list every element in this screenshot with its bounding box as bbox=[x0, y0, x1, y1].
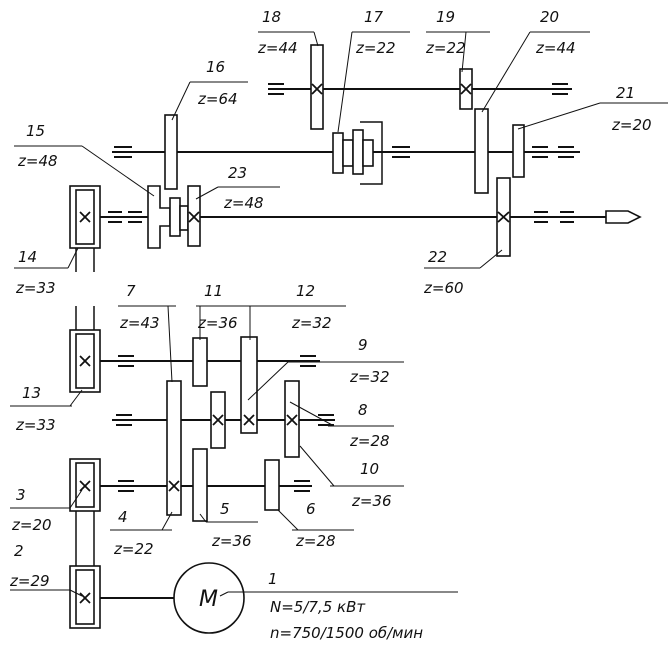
label-5-num: 5 bbox=[220, 500, 230, 518]
label-23-num: 23 bbox=[228, 164, 247, 182]
label-13-z: z=33 bbox=[15, 416, 56, 434]
bearing bbox=[294, 480, 310, 492]
leader-lines bbox=[10, 31, 668, 597]
label-13-num: 13 bbox=[22, 384, 41, 402]
label-20-z: z=44 bbox=[535, 39, 576, 57]
bearing bbox=[108, 211, 122, 223]
label-4-num: 4 bbox=[118, 508, 128, 526]
motor-power: N=5/7,5 кВт bbox=[270, 598, 366, 616]
label-14-num: 14 bbox=[18, 248, 37, 266]
label-15-z: z=48 bbox=[17, 152, 58, 170]
label-23-z: z=48 bbox=[223, 194, 264, 212]
bearing bbox=[534, 211, 548, 223]
label-21-num: 21 bbox=[616, 84, 635, 102]
label-16-num: 16 bbox=[206, 58, 225, 76]
gear-block-17 bbox=[332, 121, 383, 185]
label-16-z: z=64 bbox=[197, 90, 238, 108]
gear-20 bbox=[474, 108, 489, 194]
belt-drive bbox=[75, 246, 95, 568]
label-7-z: z=43 bbox=[119, 314, 160, 332]
bearing bbox=[116, 414, 132, 426]
gear-6 bbox=[264, 459, 280, 511]
bearing bbox=[114, 146, 132, 158]
pulley-3 bbox=[69, 458, 101, 512]
label-22-num: 22 bbox=[428, 248, 447, 266]
label-18-num: 18 bbox=[262, 8, 281, 26]
motor-circle bbox=[173, 562, 245, 634]
label-10-num: 10 bbox=[360, 460, 379, 478]
label-12-z: z=32 bbox=[291, 314, 332, 332]
label-15-num: 15 bbox=[26, 122, 45, 140]
motor-symbol: M bbox=[199, 587, 218, 612]
label-3-num: 3 bbox=[16, 486, 26, 504]
bearing bbox=[392, 146, 410, 158]
label-8-z: z=28 bbox=[349, 432, 390, 450]
label-11-z: z=36 bbox=[197, 314, 238, 332]
label-12-num: 12 bbox=[296, 282, 315, 300]
label-11-num: 11 bbox=[204, 282, 223, 300]
bearing bbox=[118, 480, 134, 492]
gear-labels: 18 z=44 17 z=22 19 z=22 20 z=44 16 z=64 … bbox=[9, 8, 652, 642]
label-10-z: z=36 bbox=[351, 492, 392, 510]
bearing bbox=[558, 146, 574, 158]
label-21-z: z=20 bbox=[611, 116, 652, 134]
spindle-tool-icon bbox=[605, 210, 642, 224]
gear-5 bbox=[192, 448, 208, 522]
pulley-2 bbox=[69, 565, 101, 629]
pulley-14 bbox=[69, 185, 101, 249]
gear-7 bbox=[166, 380, 182, 516]
label-9-z: z=32 bbox=[349, 368, 390, 386]
gear-12 bbox=[240, 336, 258, 434]
pulley-13 bbox=[69, 329, 101, 393]
label-1-num: 1 bbox=[268, 570, 278, 588]
label-17-z: z=22 bbox=[355, 39, 396, 57]
gear-block-23 bbox=[169, 185, 201, 247]
gear-18 bbox=[310, 44, 324, 130]
label-22-z: z=60 bbox=[423, 279, 464, 297]
label-7-num: 7 bbox=[126, 282, 136, 300]
label-17-num: 17 bbox=[364, 8, 384, 26]
label-20-num: 20 bbox=[540, 8, 559, 26]
gear-16 bbox=[164, 114, 178, 190]
gear-21 bbox=[512, 124, 525, 178]
gear-11 bbox=[192, 337, 208, 387]
label-5-z: z=36 bbox=[211, 532, 252, 550]
bearing bbox=[128, 211, 142, 223]
label-2-z: z=29 bbox=[9, 572, 50, 590]
motor-speed: n=750/1500 об/мин bbox=[270, 624, 423, 642]
label-8-num: 8 bbox=[358, 401, 368, 419]
bearings bbox=[108, 83, 574, 492]
bearing bbox=[560, 211, 574, 223]
label-18-z: z=44 bbox=[257, 39, 298, 57]
gear-block-15 bbox=[147, 185, 171, 249]
bearing bbox=[300, 355, 316, 367]
label-6-num: 6 bbox=[306, 500, 316, 518]
label-4-z: z=22 bbox=[113, 540, 154, 558]
bearing bbox=[268, 83, 284, 95]
label-9-num: 9 bbox=[358, 336, 368, 354]
label-3-z: z=20 bbox=[11, 516, 52, 534]
label-19-num: 19 bbox=[436, 8, 455, 26]
label-14-z: z=33 bbox=[15, 279, 56, 297]
bearing bbox=[552, 83, 568, 95]
bearing bbox=[532, 146, 548, 158]
label-2-num: 2 bbox=[14, 542, 24, 560]
label-6-z: z=28 bbox=[295, 532, 336, 550]
bearing bbox=[118, 355, 134, 367]
label-19-z: z=22 bbox=[425, 39, 466, 57]
